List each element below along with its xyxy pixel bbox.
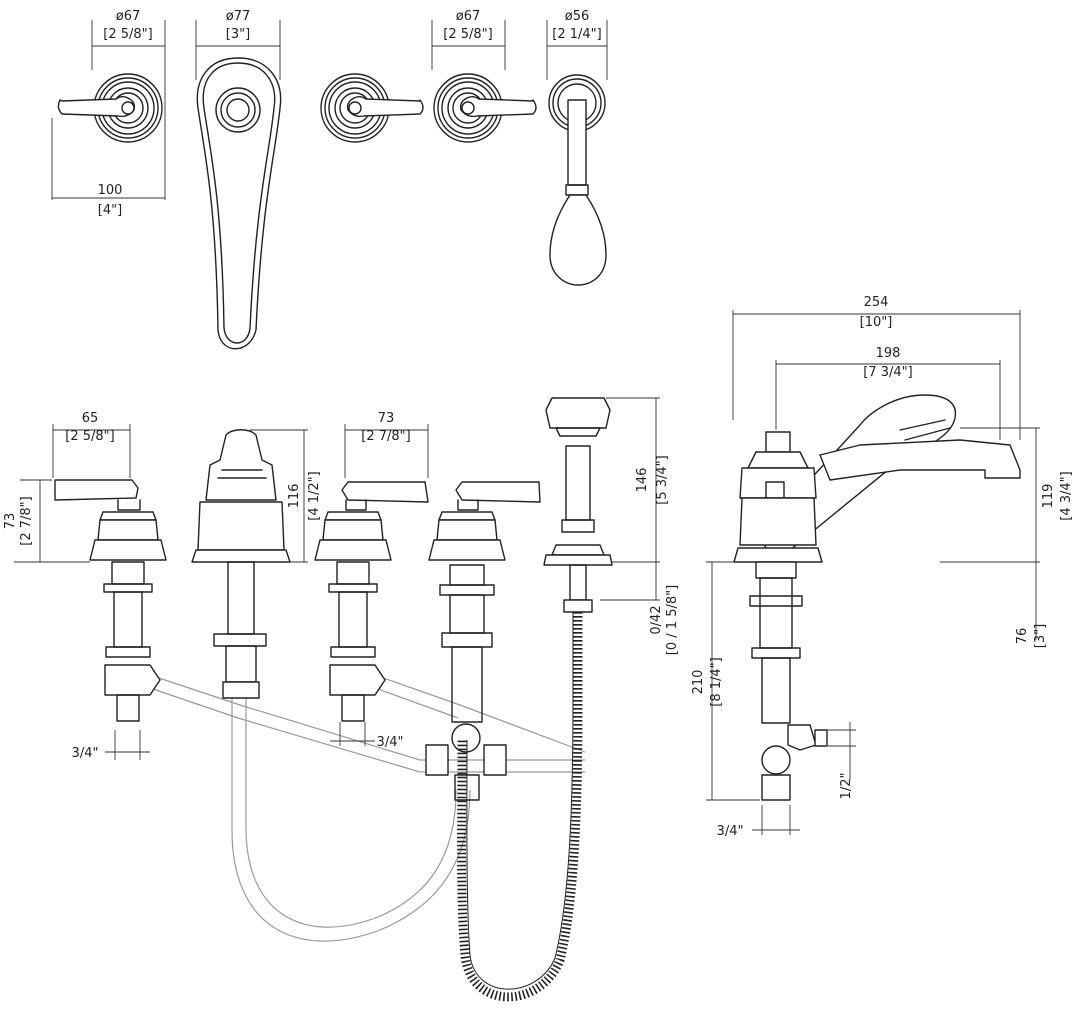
front-handle-width-in: [2 5/8"] — [65, 429, 114, 444]
front-spout-height-in: [4 1/2"] — [307, 471, 322, 520]
top-view-handle-left — [57, 73, 163, 143]
side-view-body — [733, 394, 1021, 801]
top-handle-length-in: [4"] — [98, 203, 122, 218]
top-handle-left-dia: ø67 — [116, 9, 141, 24]
side-height-in: [4 3/4"] — [1059, 471, 1074, 520]
front-handle-middle — [314, 481, 429, 722]
front-hidden-plumbing — [149, 674, 586, 942]
front-hand-shower — [457, 397, 613, 1002]
side-spout-reach: 198 — [876, 346, 901, 361]
top-view-spout — [196, 57, 282, 350]
front-handle-height-in: [2 7/8"] — [19, 496, 34, 545]
shower-height: 146 — [635, 468, 650, 493]
side-shank: 76 — [1015, 628, 1030, 645]
top-dimensions — [51, 20, 608, 200]
front-spout — [191, 429, 291, 699]
side-spout-reach-in: [7 3/4"] — [863, 365, 912, 380]
top-spout-dia: ø77 — [226, 9, 251, 24]
top-shower-dia: ø56 — [565, 9, 590, 24]
deck-range-in: [0 / 1 5/8"] — [665, 585, 680, 655]
deck-range: 0/42 — [649, 605, 664, 634]
shower-height-in: [5 3/4"] — [655, 455, 670, 504]
front-handle-left — [54, 479, 167, 722]
top-spout-dia-in: [3"] — [226, 27, 250, 42]
top-handle-length: 100 — [98, 183, 123, 198]
side-overall-width: 254 — [864, 295, 889, 310]
top-view-handle-middle — [320, 73, 424, 143]
top-view-hand-shower — [548, 74, 607, 286]
side-height: 119 — [1041, 484, 1056, 509]
top-handle-left-dia-in: [2 5/8"] — [103, 27, 152, 42]
top-handle-right-dia: ø67 — [456, 9, 481, 24]
side-below-deck: 210 — [691, 670, 706, 695]
side-below-deck-in: [8 1/4"] — [709, 657, 724, 706]
top-view-handle-right — [433, 73, 537, 143]
front-handle2-width: 73 — [378, 411, 395, 426]
top-shower-dia-in: [2 1/4"] — [552, 27, 601, 42]
side-inlet: 3/4" — [717, 824, 744, 839]
side-dimensions — [706, 310, 1040, 835]
front-handle-right — [425, 481, 541, 801]
connection-mid: 3/4" — [377, 735, 404, 750]
connection-left: 3/4" — [72, 746, 99, 761]
front-spout-height: 116 — [287, 484, 302, 509]
front-dimensions — [14, 397, 660, 760]
top-handle-right-dia-in: [2 5/8"] — [443, 27, 492, 42]
side-outlet: 1/2" — [839, 773, 854, 800]
front-handle-width: 65 — [82, 411, 99, 426]
side-overall-width-in: [10"] — [860, 315, 893, 330]
front-handle2-width-in: [2 7/8"] — [361, 429, 410, 444]
side-shank-in: [3"] — [1033, 624, 1048, 648]
front-handle-height: 73 — [3, 513, 18, 530]
